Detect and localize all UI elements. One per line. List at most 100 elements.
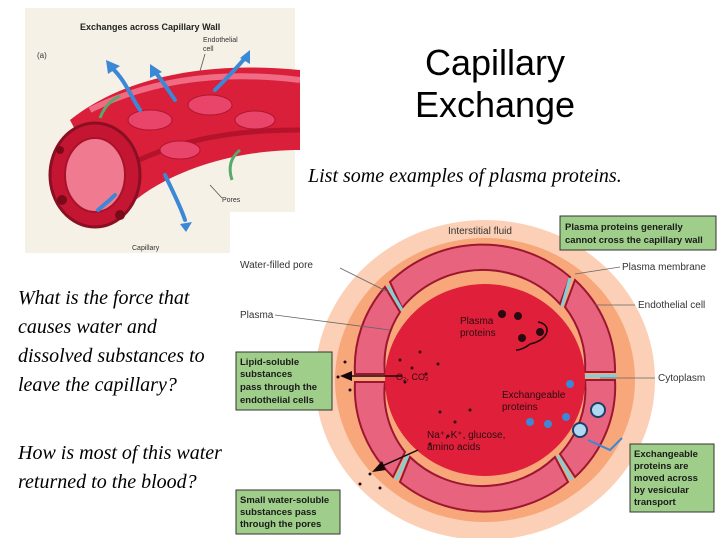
solute-dot [348, 388, 352, 392]
box-water-line-2: substances pass [240, 507, 317, 518]
box-vesicular-transport: Exchangeable proteins are moved across b… [629, 443, 715, 513]
solute-dot [438, 410, 442, 414]
box-lipid-line-4: endothelial cells [240, 395, 314, 406]
label-solutes-2: amino acids [427, 442, 480, 453]
box-plasma-proteins: Plasma proteins generally cannot cross t… [559, 215, 717, 251]
solute-dot [378, 486, 382, 490]
title-line-2: Exchange [414, 84, 576, 125]
slide-title: Capillary Exchange [395, 42, 595, 126]
label-endothelial: Endothelial [203, 37, 238, 44]
solute-dot [446, 434, 450, 438]
label-gases: O₂, CO₂ [396, 372, 429, 382]
figure-a-capillary-illustration: Exchanges across Capillary Wall (a) Endo… [25, 8, 300, 253]
box-water-line-3: through the pores [240, 519, 321, 530]
label-interstitial-fluid: Interstitial fluid [448, 226, 512, 237]
solute-dot [358, 482, 362, 486]
box-lipid-line-3: pass through the [240, 382, 317, 393]
pore-5 [394, 454, 410, 481]
box-lipid-soluble: Lipid-soluble substances pass through th… [235, 351, 333, 411]
solute-dot [410, 366, 414, 370]
plasma-protein-dots [498, 310, 544, 342]
label-cytoplasm: Cytoplasm [658, 373, 705, 384]
label-plasma-membrane: Plasma membrane [622, 262, 706, 273]
box-plasma-proteins-line-1: Plasma proteins generally [565, 222, 683, 233]
label-capillary: Capillary [132, 245, 160, 252]
label-cell: cell [203, 46, 214, 53]
vesicle-1 [590, 402, 606, 418]
exch-dot-1 [566, 380, 574, 388]
endothelial-cell-2 [187, 94, 233, 116]
box-plasma-proteins-bg [559, 215, 717, 251]
inflow-arrows [98, 94, 241, 181]
pore-2 [560, 277, 572, 307]
box-vesicle-bg [629, 443, 715, 513]
figure-a-title: Exchanges across Capillary Wall [80, 22, 220, 32]
vesicles [572, 402, 606, 438]
pore-4 [556, 455, 574, 481]
label-endothelial-cell: Endothelial cell [638, 300, 705, 311]
endothelial-cell-1 [127, 109, 173, 131]
arrow-out-5 [96, 193, 117, 212]
vesicle-transport-arrow [587, 437, 623, 452]
arrow-out-1 [110, 66, 142, 112]
arrowheads [106, 50, 250, 232]
pore-1 [386, 285, 404, 311]
wall-segment-bottom [398, 455, 570, 513]
figure-a-panel-label: (a) [37, 51, 47, 60]
solute-dot [343, 360, 347, 364]
solute-dot [418, 350, 422, 354]
protein-dot-2 [514, 312, 522, 320]
pore-flow-arrowhead [372, 461, 386, 472]
pore-leader [339, 267, 389, 293]
box-plasma-proteins-line-2: cannot cross the capillary wall [565, 235, 703, 246]
label-exchangeable-2: proteins [502, 402, 538, 413]
box-water-soluble: Small water-soluble substances pass thro… [235, 489, 341, 535]
tube-lumen [64, 137, 126, 213]
label-pores: Pores [222, 197, 241, 204]
arrow-out-3 [213, 56, 247, 92]
label-exchangeable-1: Exchangeable [502, 390, 566, 401]
pores-leader [209, 184, 223, 199]
arrowhead-4 [180, 222, 192, 232]
exchangeable-protein-dots [526, 380, 574, 428]
water-filled-pores [386, 277, 617, 481]
solute-dot [403, 380, 407, 384]
wall-segment-top [388, 243, 572, 310]
arrow-out-4 [163, 173, 187, 222]
box-vesicle-line-3: moved across [634, 473, 698, 484]
solute-dot [424, 372, 428, 376]
pore-flow-arrow [379, 449, 419, 468]
solute-dot [428, 442, 432, 446]
wall-segment-upper-right [563, 278, 617, 373]
box-water-line-1: Small water-soluble [240, 495, 329, 506]
box-vesicle-line-4: by vesicular [634, 485, 689, 496]
nucleus-3 [56, 146, 64, 154]
solute-dot [368, 472, 372, 476]
solute-dot [453, 420, 457, 424]
title-line-1: Capillary [424, 42, 566, 83]
label-plasma-proteins-2: proteins [460, 328, 496, 339]
box-vesicle-line-5: transport [634, 497, 677, 508]
figure-b-cross-section-diagram: Plasma proteins O₂, CO₂ Exchangeable pro… [230, 212, 720, 538]
arrowhead-3 [240, 50, 250, 64]
label-water-filled-pore: Water-filled pore [240, 260, 313, 271]
box-vesicle-line-1: Exchangeable [634, 449, 698, 460]
label-plasma-proteins-1: Plasma [460, 316, 494, 327]
wall-segment-lower-left [353, 381, 407, 479]
arrowhead-2 [150, 64, 162, 78]
membrane-leader [574, 266, 621, 275]
nucleus-1 [57, 195, 67, 205]
solute-dot [436, 362, 440, 366]
solute-dot [468, 408, 472, 412]
wall-segment-upper-left [353, 285, 402, 375]
exch-dot-3 [544, 420, 552, 428]
exch-dot-4 [562, 413, 570, 421]
exch-dot-2 [526, 418, 534, 426]
protein-bounce-arrow [515, 321, 548, 351]
plasma-leader [274, 314, 391, 331]
endothelial-cell-4 [159, 140, 201, 160]
question-plasma-proteins: List some examples of plasma proteins. [308, 165, 622, 187]
question-water-return: How is most of this water returned to th… [18, 442, 222, 493]
endothelial-cell-3 [234, 110, 276, 130]
label-solutes-1: Na⁺, K⁺, glucose, [427, 430, 505, 441]
